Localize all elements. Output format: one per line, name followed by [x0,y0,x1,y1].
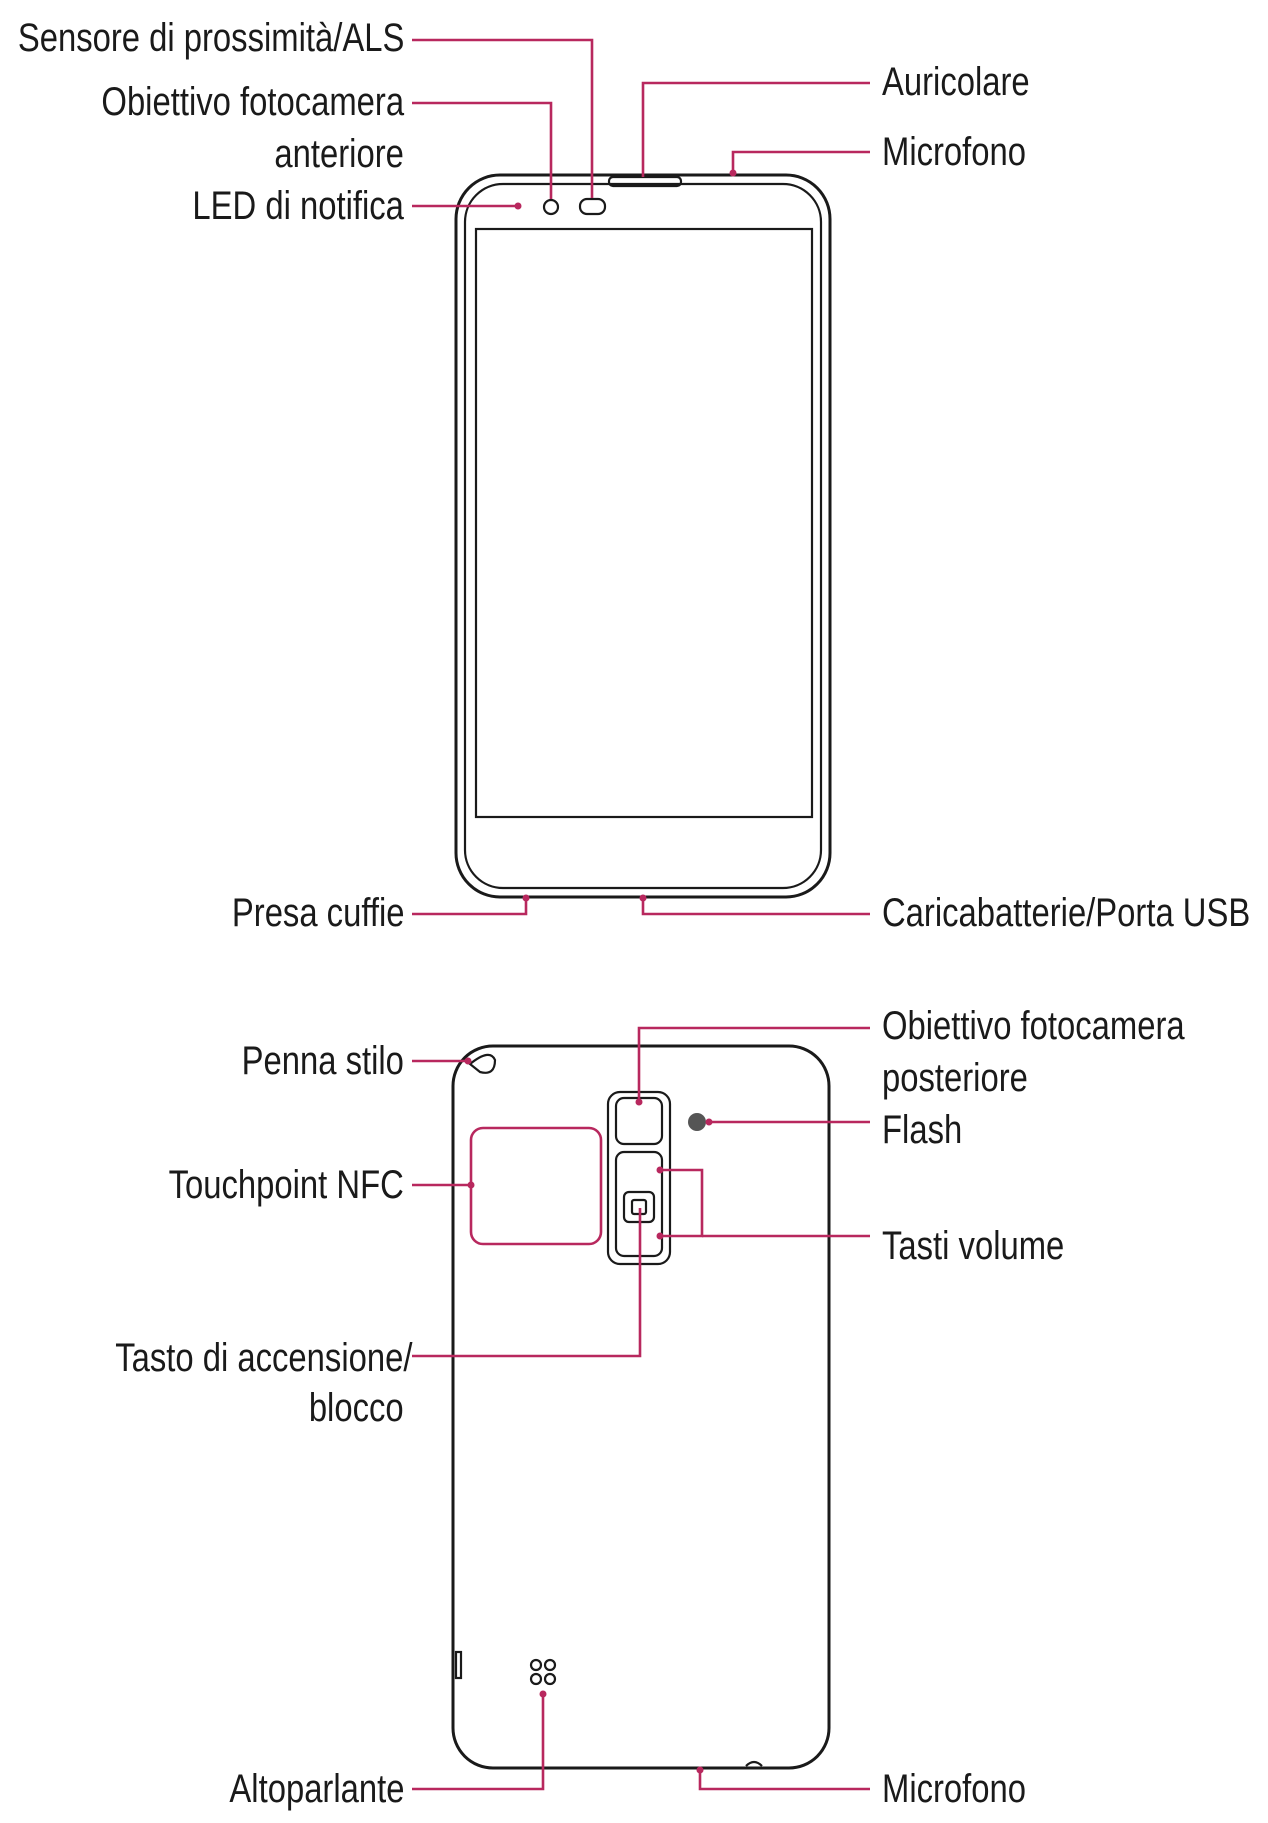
flash-dot [705,1118,713,1126]
flash-lens [688,1113,706,1131]
notification-led-dot [514,202,522,210]
back-body-outer [451,1044,831,1770]
leader-proximity [412,38,594,198]
rear-camera-dot [635,1098,643,1106]
front-screen [474,227,814,819]
label-power-key-2: blocco [309,1386,404,1430]
nfc-area [469,1126,603,1246]
speaker-grille [529,1658,557,1686]
usb-dot [639,894,647,902]
leader-headset [412,898,528,916]
leader-speaker [412,1694,545,1791]
label-speaker: Altoparlante [228,1767,404,1811]
leader-front-camera [412,101,553,199]
leader-rear-camera [637,1026,870,1102]
front-camera-lens [542,198,560,216]
label-rear-camera-1: Obiettivo fotocamera [882,1004,1185,1048]
label-proximity-sensor: Sensore di prossimità/ALS [17,16,404,60]
stylus-dot [464,1057,472,1065]
label-nfc: Touchpoint NFC [168,1163,404,1207]
front-body-inner [463,182,823,890]
volume-up-dot [656,1166,664,1174]
label-front-camera-2: anteriore [274,132,404,176]
bottom-mic-notch [745,1760,763,1767]
volume-down-dot [656,1232,664,1240]
label-power-key-1: Tasto di accensione/ [114,1336,412,1380]
label-front-camera-1: Obiettivo fotocamera [101,80,404,124]
stylus-slot [468,1053,497,1074]
label-earpiece: Auricolare [882,60,1030,104]
side-notch [454,1650,463,1680]
label-flash: Flash [882,1108,963,1152]
leader-power [412,1208,642,1358]
label-microphone-top: Microfono [882,130,1027,174]
proximity-sensor-window [578,197,607,216]
label-headset-jack: Presa cuffie [231,891,404,935]
earpiece-slot [607,175,683,188]
leader-volume [660,1168,704,1238]
leader-usb [641,898,870,916]
label-stylus: Penna stilo [241,1039,404,1083]
label-notification-led: LED di notifica [192,184,404,228]
front-view [412,38,870,916]
back-view [412,1026,870,1791]
leader-mic-bottom [698,1770,870,1791]
label-charger-usb: Caricabatterie/Porta USB [882,891,1251,935]
mic-bottom-dot [696,1766,704,1774]
label-microphone-bottom: Microfono [882,1767,1027,1811]
leader-earpiece [641,81,870,177]
speaker-dot [539,1690,547,1698]
mic-top-dot [729,169,737,177]
nfc-dot [467,1181,475,1189]
label-rear-camera-2: posteriore [882,1056,1028,1100]
headset-dot [522,894,530,902]
leader-mic-top [731,150,870,171]
front-body-outer [454,173,832,899]
label-volume-keys: Tasti volume [882,1224,1065,1268]
